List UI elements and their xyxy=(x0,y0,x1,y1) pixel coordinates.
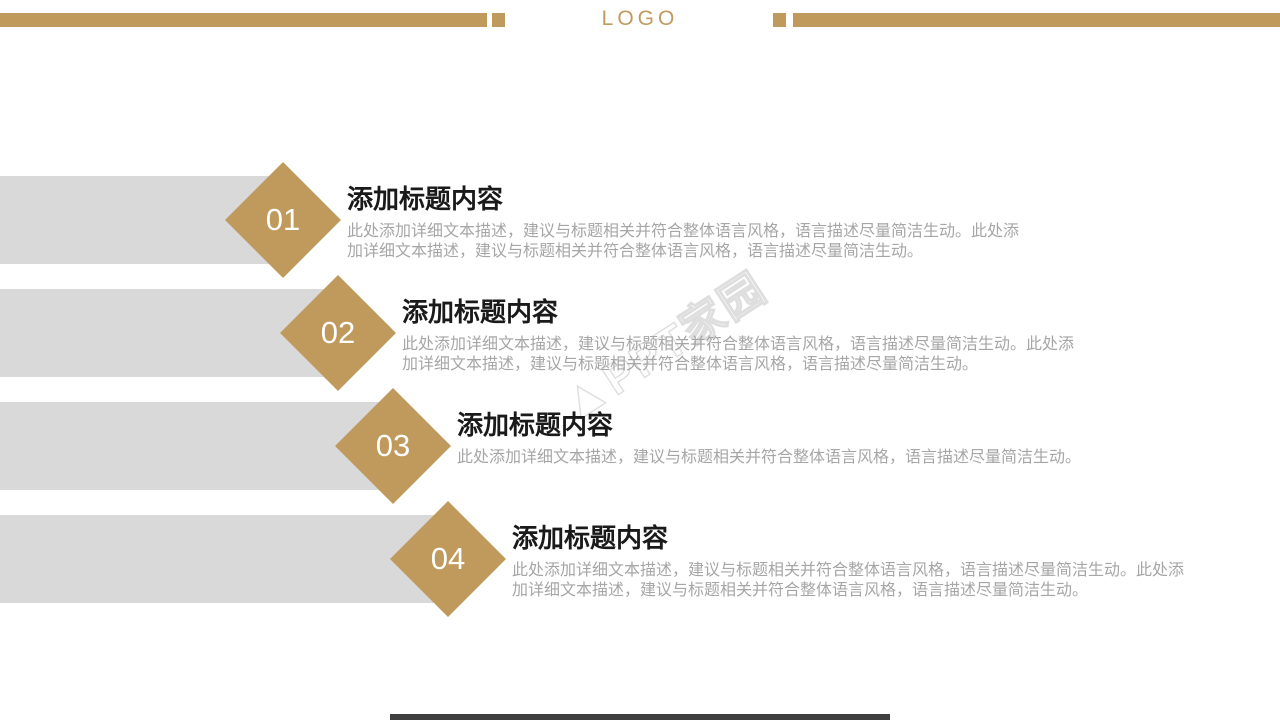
header-square-left-icon xyxy=(492,13,505,27)
logo-text: LOGO xyxy=(601,7,679,30)
item-title-3: 添加标题内容 xyxy=(457,410,614,440)
item-title-1: 添加标题内容 xyxy=(347,184,504,214)
item-body-1-line-2: 加详细文本描述，建议与标题相关并符合整体语言风格，语言描述尽量简洁生动。 xyxy=(347,243,924,260)
list-item-bar-3 xyxy=(0,402,393,490)
item-body-2-line-1: 此处添加详细文本描述，建议与标题相关并符合整体语言风格，语言描述尽量简洁生动。此… xyxy=(402,336,1075,353)
item-body-3: 此处添加详细文本描述，建议与标题相关并符合整体语言风格，语言描述尽量简洁生动。 xyxy=(457,448,1081,468)
item-number-3: 03 xyxy=(375,428,411,463)
item-number-4: 04 xyxy=(430,541,466,576)
header-rule-right xyxy=(793,13,1280,27)
item-body-1-line-1: 此处添加详细文本描述，建议与标题相关并符合整体语言风格，语言描述尽量简洁生动。此… xyxy=(347,223,1020,240)
footer-accent-bar xyxy=(390,714,890,720)
item-body-2-line-2: 加详细文本描述，建议与标题相关并符合整体语言风格，语言描述尽量简洁生动。 xyxy=(402,356,979,373)
list-item-bar-4 xyxy=(0,515,448,603)
item-body-1: 此处添加详细文本描述，建议与标题相关并符合整体语言风格，语言描述尽量简洁生动。此… xyxy=(347,222,1019,262)
item-body-3-line-1: 此处添加详细文本描述，建议与标题相关并符合整体语言风格，语言描述尽量简洁生动。 xyxy=(457,449,1082,466)
header-rule-left xyxy=(0,13,487,27)
item-body-4-line-2: 加详细文本描述，建议与标题相关并符合整体语言风格，语言描述尽量简洁生动。 xyxy=(512,582,1089,599)
item-title-4: 添加标题内容 xyxy=(512,523,669,553)
item-body-2: 此处添加详细文本描述，建议与标题相关并符合整体语言风格，语言描述尽量简洁生动。此… xyxy=(402,335,1074,375)
item-number-1: 01 xyxy=(265,202,301,237)
item-number-2: 02 xyxy=(320,315,356,350)
item-title-2: 添加标题内容 xyxy=(402,297,559,327)
item-body-4: 此处添加详细文本描述，建议与标题相关并符合整体语言风格，语言描述尽量简洁生动。此… xyxy=(512,561,1184,601)
item-body-4-line-1: 此处添加详细文本描述，建议与标题相关并符合整体语言风格，语言描述尽量简洁生动。此… xyxy=(512,562,1185,579)
header-square-right-icon xyxy=(773,13,786,27)
